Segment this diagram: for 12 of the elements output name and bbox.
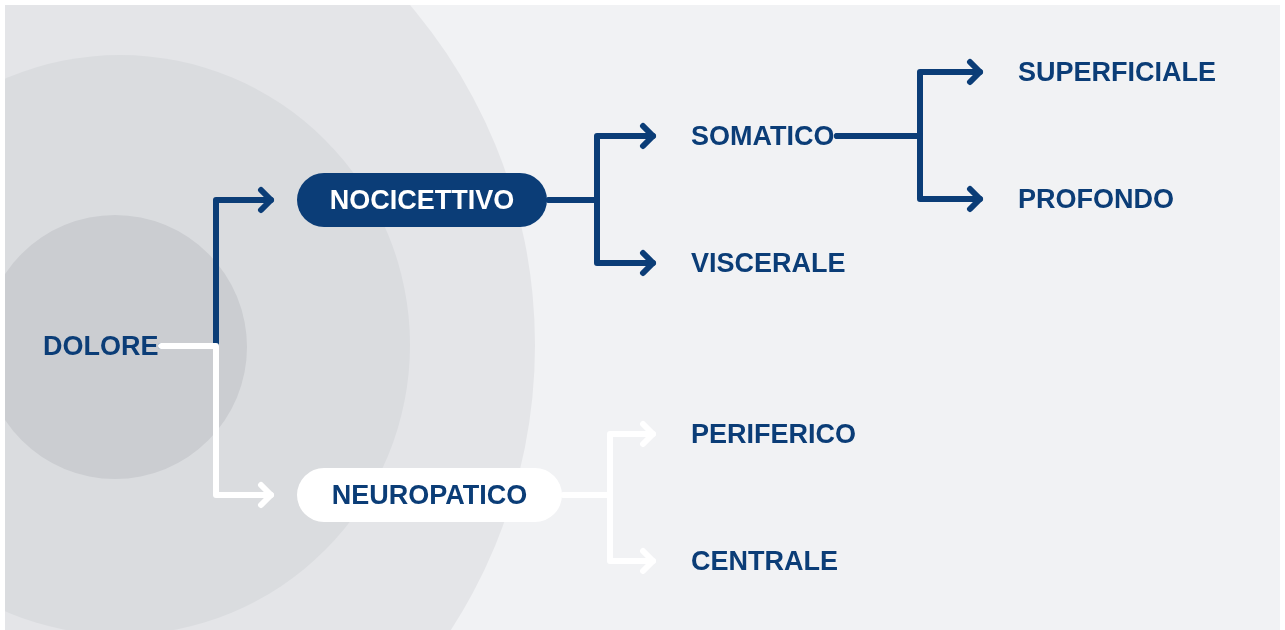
category-label: PERIFERICO [691,414,857,454]
arrow [158,343,274,508]
category-pill: NEUROPATICO [297,468,562,522]
category-label: SUPERFICIALE [1018,52,1217,92]
category-pill: NOCICETTIVO [297,173,547,227]
arrow [546,197,656,276]
arrow [834,133,983,212]
category-label: PROFONDO [1018,179,1174,219]
category-label: VISCERALE [691,243,846,283]
category-label: SOMATICO [691,116,835,156]
category-label: CENTRALE [691,541,838,581]
category-label: DOLORE [43,326,159,366]
